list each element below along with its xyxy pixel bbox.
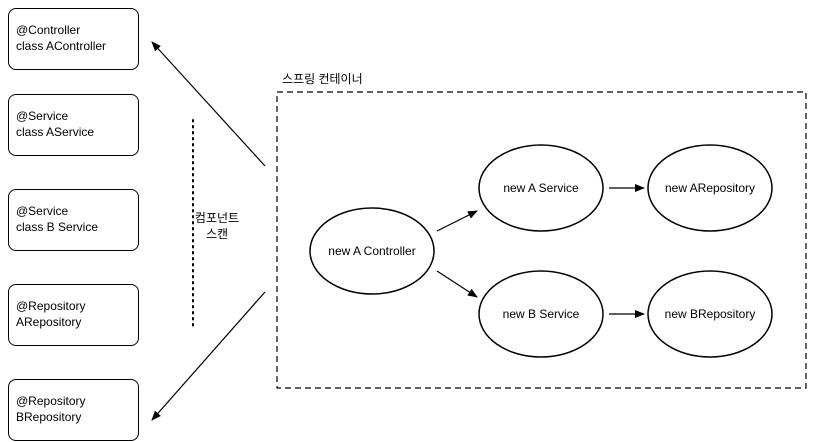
- controller-node-label: new A Controller: [328, 244, 416, 258]
- controller-annotation: @Controller: [16, 23, 81, 37]
- controller-to-a-service-arrow: [436, 210, 478, 232]
- component-scan-label: 컴포넌트 스캔: [194, 211, 240, 241]
- b-service-node: [478, 270, 604, 358]
- b-repository-annotation: @Repository: [16, 394, 86, 408]
- a-service-annotation: @Service: [16, 109, 69, 123]
- b-repository-class-name: BRepository: [16, 410, 82, 424]
- spring-container-boundary: [276, 91, 807, 389]
- controller-node: [309, 207, 435, 295]
- b-service-class-name: class B Service: [16, 220, 99, 234]
- a-service-node-label: new A Service: [503, 181, 579, 195]
- b-repository-node: [647, 270, 773, 358]
- b-service-node-label: new B Service: [502, 307, 580, 321]
- controller-class-box: @Controller class AController: [8, 8, 139, 70]
- a-service-class-box: @Service class AService: [8, 94, 139, 156]
- b-service-annotation: @Service: [16, 204, 69, 218]
- controller-to-b-service-arrow: [436, 270, 478, 298]
- a-repository-annotation: @Repository: [16, 299, 86, 313]
- controller-class-name: class AController: [16, 39, 107, 53]
- a-repository-node-label: new ARepository: [664, 181, 756, 195]
- scan-arrow-to-controller: [151, 41, 266, 167]
- b-repository-class-box: @Repository BRepository: [8, 379, 139, 441]
- a-service-class-name: class AService: [16, 125, 95, 139]
- scan-arrow-to-brepository: [151, 291, 266, 421]
- b-repository-node-label: new BRepository: [664, 307, 756, 321]
- a-repository-class-name: ARepository: [16, 315, 82, 329]
- a-repository-class-box: @Repository ARepository: [8, 284, 139, 346]
- spring-container-label: 스프링 컨테이너: [282, 72, 363, 86]
- a-service-node: [478, 144, 604, 232]
- b-service-class-box: @Service class B Service: [8, 189, 139, 251]
- a-repository-node: [647, 144, 773, 232]
